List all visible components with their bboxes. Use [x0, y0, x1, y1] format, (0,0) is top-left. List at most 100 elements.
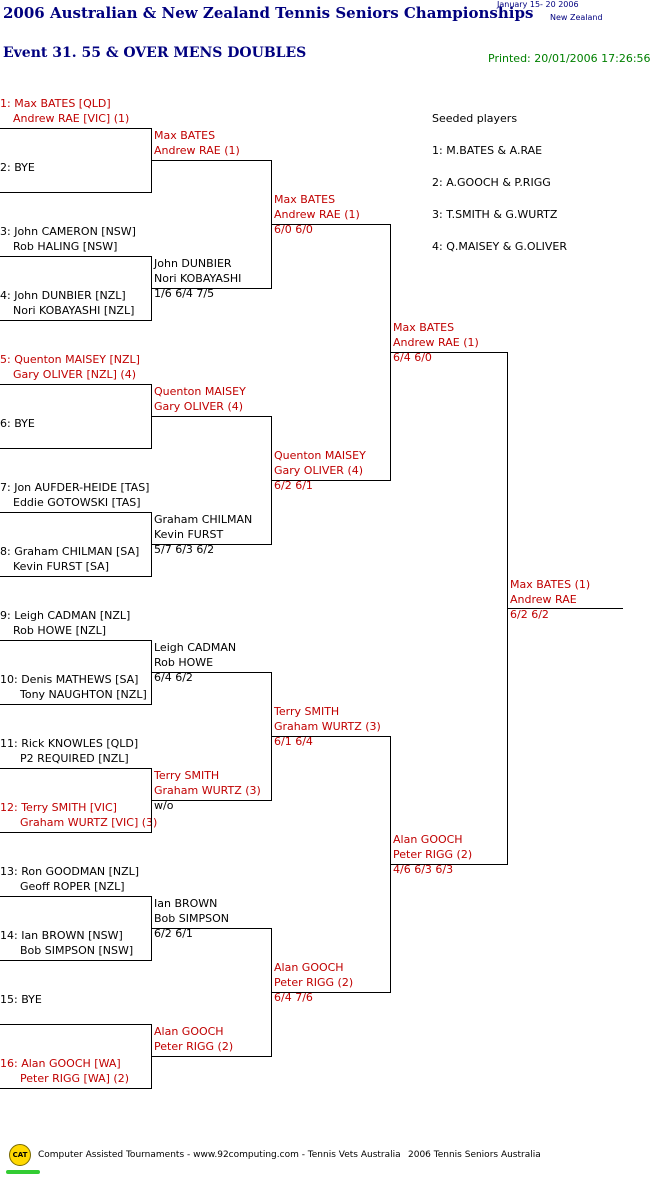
page-title: 2006 Australian & New Zealand Tennis Sen…: [3, 4, 534, 22]
entry-line-2: Peter RIGG (2): [154, 1040, 234, 1053]
champion-line-2: Andrew RAE: [510, 593, 577, 606]
draw-line: [152, 416, 272, 417]
entry-line-1: Terry SMITH: [274, 705, 340, 718]
entry-line-2: Graham WURTZ (3): [154, 784, 261, 797]
final-score: 6/2 6/2: [510, 608, 549, 621]
entry-line-2: Rob HALING [NSW]: [13, 240, 118, 253]
entry-line-2: Gary OLIVER [NZL] (4): [13, 368, 136, 381]
entry-line-2: Nori KOBAYASHI [NZL]: [13, 304, 135, 317]
draw-line: [0, 192, 152, 193]
entry-line-1: Quenton MAISEY: [154, 385, 246, 398]
draw-connector: [507, 352, 508, 865]
entry-line-2: Andrew RAE (1): [393, 336, 479, 349]
entry-line-1: John DUNBIER: [154, 257, 232, 270]
draw-line: [152, 800, 272, 801]
draw-connector: [151, 256, 152, 321]
match-score: 6/2 6/1: [274, 479, 313, 492]
entry-line-2: Peter RIGG [WA] (2): [20, 1072, 130, 1085]
entry-line-2: Geoff ROPER [NZL]: [20, 880, 125, 893]
entry-line-1: 16: Alan GOOCH [WA]: [0, 1057, 121, 1070]
entry-line-1: 2: BYE: [0, 161, 35, 174]
draw-line: [272, 480, 391, 481]
draw-connector: [271, 416, 272, 545]
draw-connector: [271, 672, 272, 801]
draw-line: [0, 896, 152, 897]
entry-line-2: Rob HOWE [NZL]: [13, 624, 107, 637]
draw-connector: [151, 128, 152, 193]
match-score: 6/4 6/2: [154, 671, 193, 684]
entry-line-2: Bob SIMPSON [NSW]: [20, 944, 134, 957]
draw-line: [0, 1088, 152, 1089]
seed-entry: 3: T.SMITH & G.WURTZ: [432, 208, 558, 221]
entry-line-2: Andrew RAE (1): [154, 144, 240, 157]
entry-line-1: 12: Terry SMITH [VIC]: [0, 801, 117, 814]
entry-line-2: Peter RIGG (2): [274, 976, 354, 989]
entry-line-1: Ian BROWN: [154, 897, 218, 910]
draw-line: [391, 864, 508, 865]
draw-line: [152, 288, 272, 289]
entry-line-2: Gary OLIVER (4): [154, 400, 244, 413]
draw-line: [391, 352, 508, 353]
entry-line-1: Alan GOOCH: [154, 1025, 224, 1038]
entry-line-1: Max BATES: [274, 193, 336, 206]
draw-line: [0, 1024, 152, 1025]
draw-line: [0, 576, 152, 577]
entry-line-1: Max BATES: [154, 129, 216, 142]
champion-line-1: Max BATES (1): [510, 578, 591, 591]
footer-credits: Computer Assisted Tournaments - www.92co…: [38, 1150, 401, 1160]
entry-line-1: 6: BYE: [0, 417, 35, 430]
match-score: 6/4 6/0: [393, 351, 432, 364]
entry-line-1: 10: Denis MATHEWS [SA]: [0, 673, 139, 686]
seed-entry: 4: Q.MAISEY & G.OLIVER: [432, 240, 568, 253]
entry-line-1: Leigh CADMAN: [154, 641, 237, 654]
entry-line-1: 3: John CAMERON [NSW]: [0, 225, 136, 238]
draw-line: [508, 608, 623, 609]
entry-line-2: Nori KOBAYASHI: [154, 272, 242, 285]
draw-line: [0, 384, 152, 385]
entry-line-2: Peter RIGG (2): [393, 848, 473, 861]
draw-connector: [151, 384, 152, 449]
event-title: Event 31. 55 & OVER MENS DOUBLES: [3, 45, 307, 61]
draw-connector: [151, 896, 152, 961]
draw-connector: [151, 640, 152, 705]
entry-line-1: 1: Max BATES [QLD]: [0, 97, 111, 110]
seed-entry: 2: A.GOOCH & P.RIGG: [432, 176, 551, 189]
draw-line: [152, 928, 272, 929]
entry-line-2: Kevin FURST [SA]: [13, 560, 109, 573]
entry-line-1: 13: Ron GOODMAN [NZL]: [0, 865, 140, 878]
draw-line: [0, 256, 152, 257]
draw-connector: [390, 224, 391, 481]
draw-connector: [151, 512, 152, 577]
match-score: w/o: [154, 799, 174, 812]
draw-line: [152, 1056, 272, 1057]
entry-line-2: Graham WURTZ (3): [274, 720, 381, 733]
entry-line-1: 4: John DUNBIER [NZL]: [0, 289, 126, 302]
event-location: New Zealand: [550, 13, 603, 22]
draw-line: [272, 224, 391, 225]
seed-entry: 1: M.BATES & A.RAE: [432, 144, 543, 157]
printed-timestamp: Printed: 20/01/2006 17:26:56: [488, 52, 651, 65]
entry-line-1: 15: BYE: [0, 993, 42, 1006]
match-score: 6/4 7/6: [274, 991, 313, 1004]
entry-line-1: 14: Ian BROWN [NSW]: [0, 929, 123, 942]
entry-line-1: Terry SMITH: [154, 769, 220, 782]
entry-line-2: Andrew RAE [VIC] (1): [13, 112, 130, 125]
footer-organisation: 2006 Tennis Seniors Australia: [408, 1150, 541, 1160]
draw-line: [0, 320, 152, 321]
match-score: 1/6 6/4 7/5: [154, 287, 215, 300]
entry-line-1: 7: Jon AUFDER-HEIDE [TAS]: [0, 481, 150, 494]
draw-line: [0, 960, 152, 961]
entry-line-2: P2 REQUIRED [NZL]: [20, 752, 129, 765]
entry-line-2: Graham WURTZ [VIC] (3): [20, 816, 158, 829]
draw-line: [0, 128, 152, 129]
match-score: 6/0 6/0: [274, 223, 313, 236]
match-score: 6/1 6/4: [274, 735, 313, 748]
entry-line-2: Gary OLIVER (4): [274, 464, 364, 477]
entry-line-2: Kevin FURST: [154, 528, 224, 541]
match-score: 6/2 6/1: [154, 927, 193, 940]
draw-connector: [271, 928, 272, 1057]
entry-line-2: Bob SIMPSON: [154, 912, 229, 925]
draw-line: [0, 512, 152, 513]
entry-line-1: Quenton MAISEY: [274, 449, 366, 462]
draw-line: [0, 448, 152, 449]
